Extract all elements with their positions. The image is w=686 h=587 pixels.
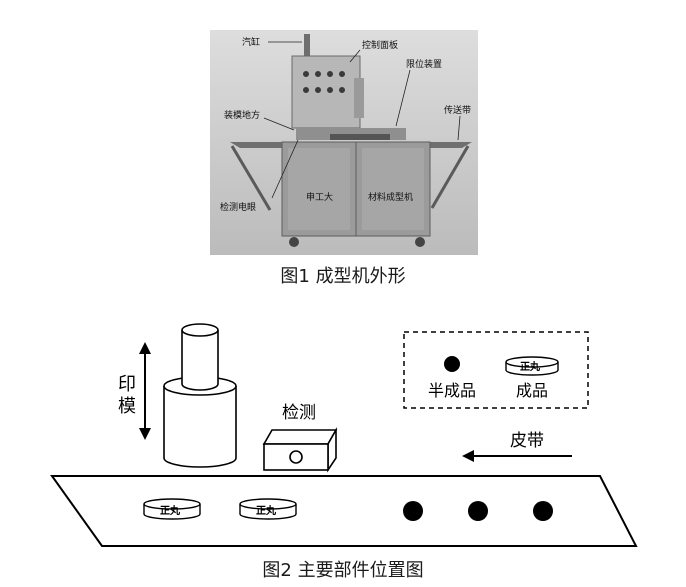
component-diagram: 印 模 检测 正丸 半成品 成品 皮带 正丸 正丸 <box>50 323 638 547</box>
stamp-mold <box>163 323 237 468</box>
product-tablet-mark: 正丸 <box>256 504 277 517</box>
product-tablet <box>143 498 201 520</box>
semi-product-dot <box>468 501 488 521</box>
semi-product-dot <box>533 501 553 521</box>
legend-semi-product-dot <box>444 356 460 372</box>
semi-product-dot <box>403 501 423 521</box>
stamp-label-1: 印 <box>118 374 136 395</box>
label-door-left: 申工大 <box>306 191 333 203</box>
label-sensor: 检测电眼 <box>220 201 256 213</box>
belt-label: 皮带 <box>510 431 544 451</box>
label-door-right: 材料成型机 <box>368 191 413 203</box>
detect-sensor-box <box>262 426 338 473</box>
label-conveyor: 传送带 <box>444 104 471 116</box>
machine-photo: 汽缸 控制面板 限位装置 装模地方 传送带 检测电眼 申工大 材料成型机 <box>210 30 478 255</box>
product-tablet <box>239 498 297 520</box>
legend-product-tablet <box>505 356 559 376</box>
label-mold-location: 装模地方 <box>224 109 260 121</box>
stamp-label-2: 模 <box>118 396 136 417</box>
figure2-caption: 图2 主要部件位置图 <box>262 560 424 581</box>
legend-box <box>403 331 589 409</box>
legend-semi-product-label: 半成品 <box>428 381 476 400</box>
detect-label: 检测 <box>282 403 316 423</box>
label-limit-device: 限位装置 <box>406 58 442 70</box>
belt-direction-arrow <box>462 450 572 462</box>
product-tablet-mark: 正丸 <box>160 504 181 517</box>
legend-product-mark: 正丸 <box>520 360 541 373</box>
conveyor-belt <box>50 475 638 547</box>
legend-product-label: 成品 <box>516 381 548 400</box>
label-cylinder: 汽缸 <box>242 36 260 48</box>
stamp-motion-arrow <box>139 342 151 440</box>
figure1-caption: 图1 成型机外形 <box>280 266 406 287</box>
label-control-panel: 控制面板 <box>362 39 398 51</box>
